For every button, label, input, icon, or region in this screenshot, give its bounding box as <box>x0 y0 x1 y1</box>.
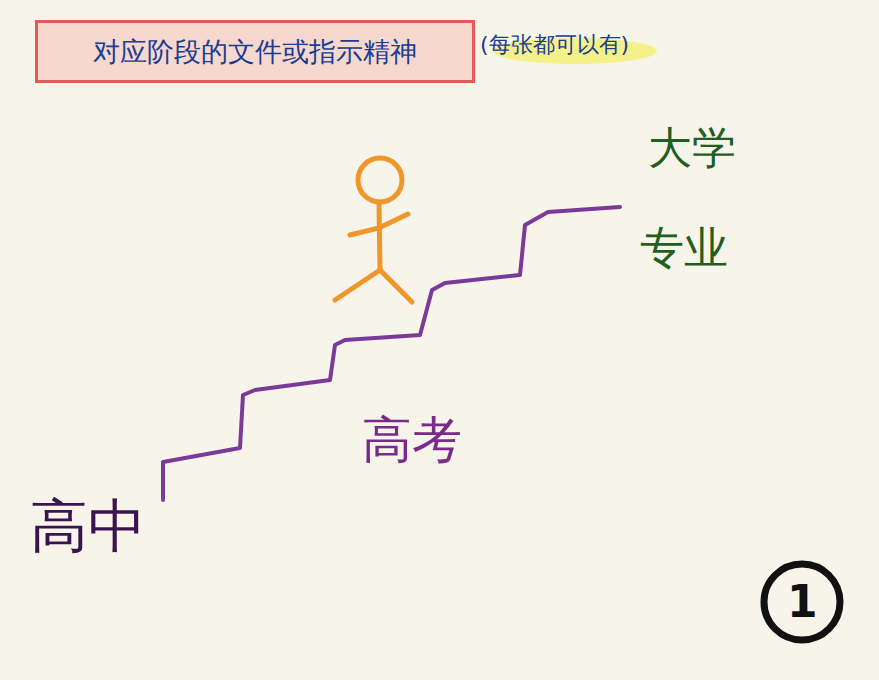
staircase <box>163 207 620 500</box>
note-text: (每张都可以有) <box>480 32 629 58</box>
box-text: 对应阶段的文件或指示精神 <box>93 34 417 70</box>
number-circle <box>764 564 840 640</box>
callout-number: 1 <box>787 576 818 629</box>
stage-label: 专业 <box>640 222 728 275</box>
stage-label: 大学 <box>648 122 736 175</box>
stick-figure <box>335 158 412 302</box>
stage-label: 高考 <box>362 410 462 470</box>
stage-label: 高中 <box>30 492 146 562</box>
title-box: 对应阶段的文件或指示精神 <box>35 20 475 83</box>
